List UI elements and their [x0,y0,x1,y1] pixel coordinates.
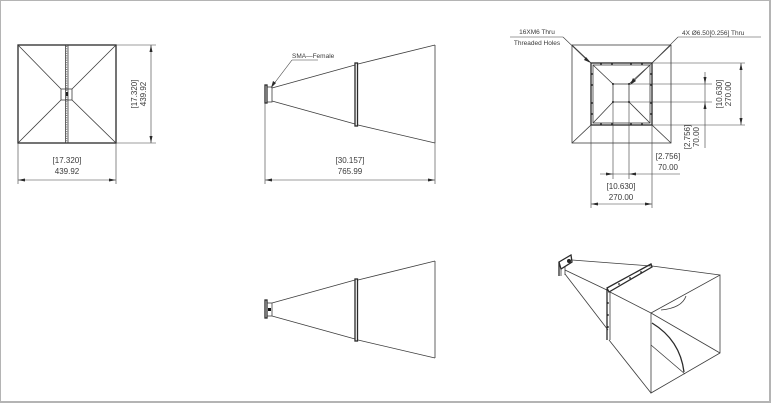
flange-height-dim-inch: [10.630] [715,80,724,109]
front-height-dim-inch: [17.320] [130,80,139,109]
front-height-dim-mm: 439.92 [139,81,148,106]
side-view: SMA—Female [30.157] 765.99 [264,44,436,184]
bottom-view [264,260,436,359]
threaded-holes-callout-line1: 16XM6 Thru [519,29,555,36]
bolt-height-dim-inch: [2.756] [683,125,692,149]
side-length-dim-mm: 765.99 [338,167,363,176]
front-width-dim-mm: 439.92 [55,167,80,176]
bolt-width-dim-inch: [2.756] [656,152,680,161]
flange-width-dim-mm: 270.00 [609,193,634,202]
flange-width-dim-inch: [10.630] [607,182,636,191]
sma-female-label: SMA—Female [292,53,335,60]
threaded-holes-callout-line2: Threaded Holes [514,40,561,47]
isometric-view [558,253,721,394]
front-view: [17.320] 439.92 [17.320] 439.92 [17,44,156,184]
bolt-width-dim-mm: 70.00 [658,163,679,172]
flange-height-dim-mm: 270.00 [724,81,733,106]
side-length-dim-inch: [30.157] [336,156,365,165]
rear-view: 16XM6 Thru Threaded Holes 4X Ø6.50[0.256… [510,29,761,208]
front-width-dim-inch: [17.320] [53,156,82,165]
bolt-height-dim-mm: 70.00 [692,126,701,147]
thru-hole-callout: 4X Ø6.50[0.256] Thru [682,30,745,37]
